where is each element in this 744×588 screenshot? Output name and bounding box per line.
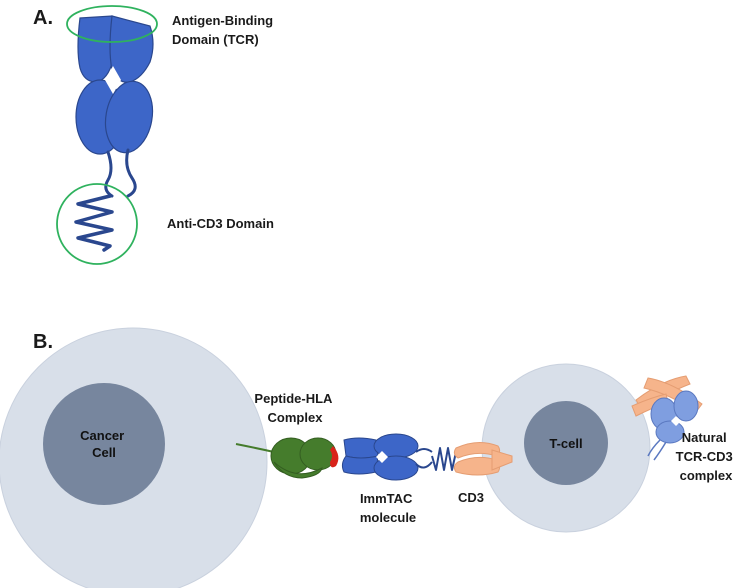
immtac-anti-cd3-coil	[431, 447, 457, 471]
immtac-front-bottom-domain	[341, 455, 379, 475]
anti-cd3-domain	[74, 194, 114, 252]
anti-cd3-label: Anti-CD3 Domain	[167, 216, 274, 231]
peptide	[330, 446, 339, 468]
natural-complex-label: Natural TCR-CD3 complex	[676, 430, 737, 483]
immtac-gap	[376, 451, 388, 463]
immtac-front-top-domain	[343, 437, 379, 459]
cancer-cell-label-line-2: Cell	[92, 445, 116, 460]
natural-complex-line-1: Natural	[682, 430, 727, 445]
cancer-cell-label: Cancer Cell	[80, 428, 128, 460]
peptide-hla-line-2: Complex	[268, 410, 324, 425]
immtac-structure	[74, 15, 154, 252]
cancer-cell-nucleus	[43, 383, 165, 505]
cd3-receptor	[453, 442, 513, 476]
cd3-stem	[491, 449, 513, 471]
cd3-arm-lower	[453, 456, 501, 476]
anti-cd3-highlight	[56, 183, 138, 265]
natural-tcr-gap	[671, 416, 681, 426]
hla-stalk	[235, 443, 275, 453]
natural-tcr-domain-3	[655, 420, 685, 444]
immtac-label: ImmTAC molecule	[360, 491, 416, 525]
natural-complex-line-2: TCR-CD3	[676, 449, 733, 464]
panel-b-label: B.	[33, 331, 53, 353]
tcr-upper-left-domain	[77, 15, 114, 83]
tcr-stalk-right	[125, 148, 137, 198]
immtac-line-2: molecule	[360, 510, 416, 525]
cd3-label: CD3	[458, 490, 484, 505]
interdomain-gap	[105, 66, 121, 94]
natural-tcr-stalk	[647, 439, 667, 461]
natural-complex-line-3: complex	[680, 468, 734, 483]
immtac-molecule	[341, 433, 457, 481]
tcr-stalk-left	[104, 150, 114, 198]
hla-bottom-domain	[273, 461, 323, 479]
cancer-cell-label-line-1: Cancer	[80, 428, 124, 443]
panel-a-label: A.	[33, 7, 53, 29]
antigen-binding-label: Antigen-Binding Domain (TCR)	[172, 13, 277, 47]
antigen-binding-highlight	[66, 5, 158, 43]
natural-tcr-domain-2	[673, 390, 699, 422]
peptide-hla-label: Peptide-HLA Complex	[254, 391, 335, 425]
peptide-hla-line-1: Peptide-HLA	[254, 391, 333, 406]
t-cell-label: T-cell	[549, 436, 582, 451]
antigen-binding-line-2: Domain (TCR)	[172, 32, 259, 47]
natural-tcr-cd3-complex	[631, 375, 703, 461]
peptide-hla-complex	[235, 437, 339, 479]
immtac-stalk	[415, 448, 433, 469]
antigen-binding-line-1: Antigen-Binding	[172, 13, 273, 28]
t-cell-nucleus	[524, 401, 608, 485]
tcr-lower-right-domain	[104, 80, 154, 154]
immtac-back-bottom-domain	[373, 455, 419, 481]
immtac-line-1: ImmTAC	[360, 491, 413, 506]
